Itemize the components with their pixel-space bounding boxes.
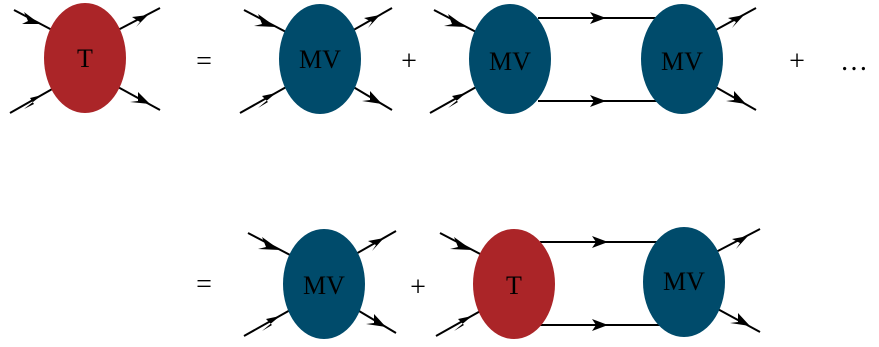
- ellipsis: …: [840, 46, 868, 77]
- t-blob: [44, 3, 126, 113]
- row1-mv-ladder: MV MV: [429, 4, 757, 114]
- mv-blob-right: [643, 227, 725, 337]
- arrowhead: [590, 95, 606, 107]
- t-label: T: [506, 271, 522, 300]
- arrowhead: [362, 91, 382, 104]
- mv-label: MV: [303, 271, 345, 300]
- arrowhead: [590, 12, 606, 24]
- arrowhead: [254, 14, 276, 27]
- mv-label-right: MV: [661, 47, 703, 76]
- arrowhead: [592, 236, 608, 248]
- mv-label-right: MV: [663, 267, 705, 296]
- arrowhead: [132, 15, 148, 27]
- arrowhead: [24, 95, 42, 109]
- leg-in-bottom: [239, 85, 289, 114]
- arrowhead: [366, 314, 386, 327]
- arrowhead: [258, 237, 280, 250]
- leg-out-bottom: [713, 306, 761, 333]
- arrowhead: [258, 93, 276, 108]
- equals-sign-2: =: [196, 269, 212, 300]
- row2-t-mv-ladder: T MV: [435, 227, 761, 339]
- arrowhead: [732, 236, 748, 249]
- leg-in-bottom: [243, 308, 293, 337]
- plus-sign-1: +: [401, 46, 417, 77]
- plus-sign-3: +: [410, 272, 426, 303]
- arrowhead: [22, 12, 40, 24]
- plus-sign-2: +: [789, 46, 805, 77]
- t-blob: [473, 229, 555, 339]
- arrowhead: [592, 319, 608, 331]
- leg-in-bottom: [429, 85, 479, 114]
- t-label: T: [77, 44, 93, 73]
- arrowhead: [368, 238, 384, 251]
- lhs-t-vertex: T: [9, 3, 161, 114]
- mv-blob-right: [641, 4, 723, 114]
- mv-blob: [283, 229, 365, 339]
- arrowhead: [444, 14, 466, 27]
- leg-in-bottom: [435, 308, 485, 337]
- arrowhead: [262, 316, 280, 331]
- arrowhead: [450, 237, 472, 250]
- row1-mv-vertex: MV: [239, 4, 393, 114]
- equals-sign-1: =: [196, 46, 212, 77]
- arrowhead: [454, 316, 472, 331]
- arrowhead: [364, 15, 380, 28]
- arrowhead: [726, 91, 746, 104]
- mv-blob: [279, 4, 361, 114]
- mv-label: MV: [299, 45, 341, 74]
- arrowhead: [448, 93, 466, 108]
- mv-label-left: MV: [489, 47, 531, 76]
- row2-mv-vertex: MV: [243, 229, 397, 339]
- arrowhead: [728, 15, 744, 28]
- arrowhead: [730, 313, 750, 326]
- mv-blob-left: [469, 4, 551, 114]
- arrowhead: [130, 92, 150, 104]
